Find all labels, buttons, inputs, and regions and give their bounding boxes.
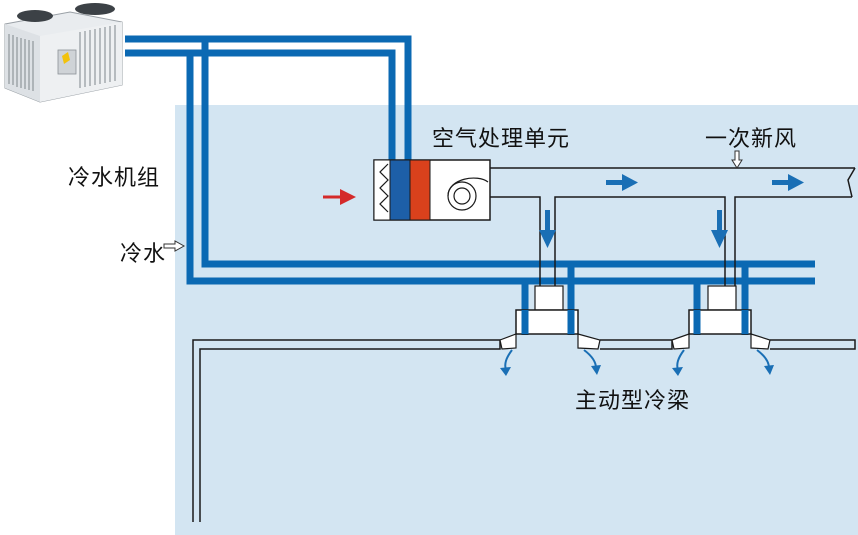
chilled-water-label: 冷水 xyxy=(120,242,167,267)
air-ducts xyxy=(490,167,856,310)
active-chilled-beam-label: 主动型冷梁 xyxy=(575,389,691,414)
fresh-air-indicator-icon xyxy=(731,150,743,169)
cooling-coil xyxy=(389,159,411,221)
chilled-beam-icon xyxy=(671,285,774,376)
chiller-unit-icon xyxy=(4,3,123,103)
supply-branch xyxy=(201,39,815,268)
chiller-label: 冷水机组 xyxy=(68,166,161,191)
inlet-arrow-icon xyxy=(323,189,356,205)
fan-icon xyxy=(447,177,489,211)
return-pipe xyxy=(125,49,396,162)
air-handling-unit-label: 空气处理单元 xyxy=(432,127,571,152)
heating-coil xyxy=(409,159,431,221)
supply-pipe xyxy=(125,35,412,162)
return-branch xyxy=(186,53,815,285)
primary-fresh-air-label: 一次新风 xyxy=(705,127,798,152)
airflow-arrow-icon xyxy=(539,174,804,248)
chilled-water-indicator-icon xyxy=(163,240,186,252)
air-handling-unit xyxy=(373,159,491,221)
ceiling xyxy=(192,339,856,522)
chilled-beam-icon xyxy=(499,285,601,376)
